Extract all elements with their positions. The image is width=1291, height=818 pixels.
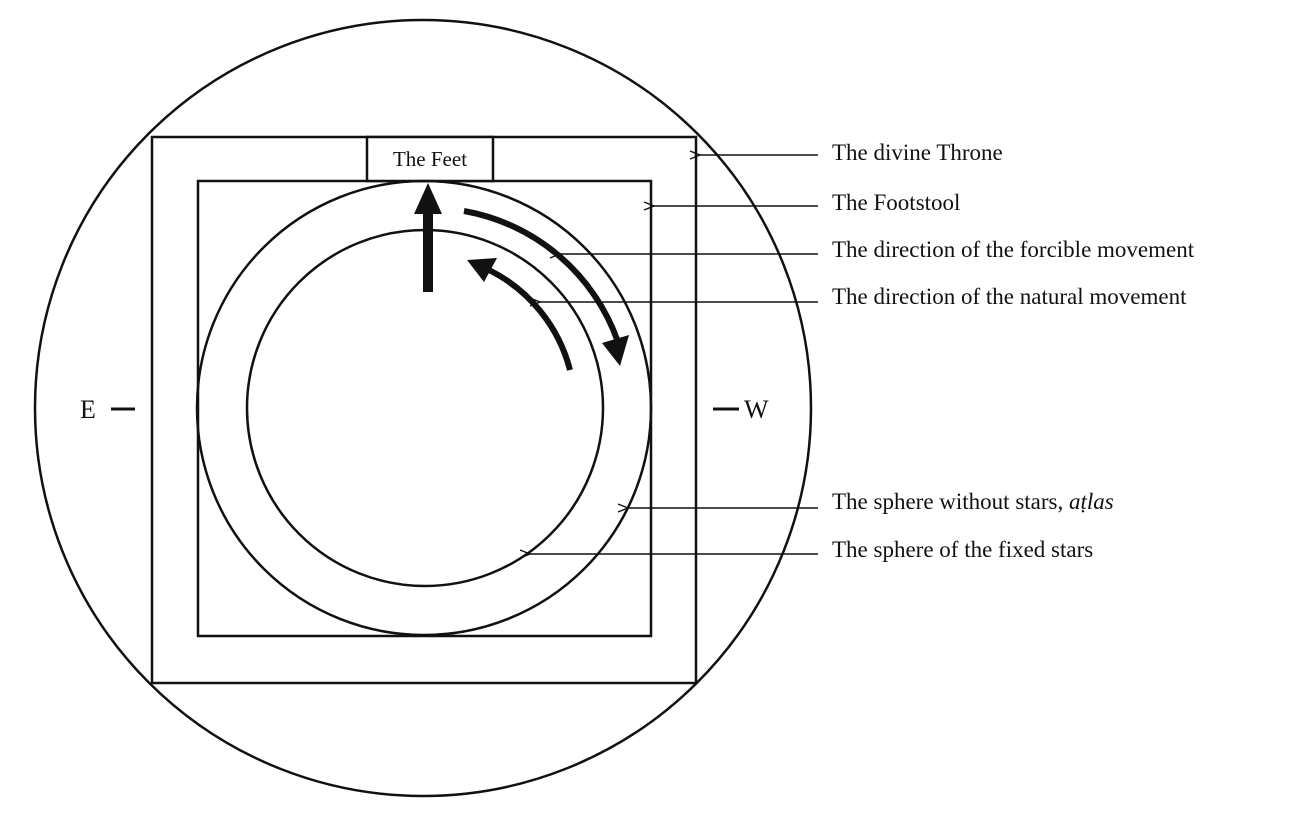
natural-movement-arc: [487, 267, 573, 371]
forcible-movement-arrowhead: [602, 335, 629, 366]
feet-box: [365, 135, 495, 183]
label-sphere-without-stars: The sphere without stars, aṭlas: [832, 489, 1114, 514]
natural-movement-arrowhead: [467, 258, 497, 282]
label-forcible-movement: The direction of the forcible movement: [832, 237, 1195, 262]
east-label: E: [80, 395, 96, 424]
feet-label: The Feet: [393, 147, 467, 171]
label-natural-movement: The direction of the natural movement: [832, 284, 1187, 309]
outer-circle: [33, 18, 813, 798]
upward-arrow-head: [414, 183, 442, 214]
label-divine-throne: The divine Throne: [832, 140, 1003, 165]
west-label: W: [744, 395, 769, 424]
label-fixed-stars: The sphere of the fixed stars: [832, 537, 1093, 562]
forcible-movement-arc: [463, 208, 621, 343]
sphere-without-stars: [195, 179, 653, 637]
label-footstool: The Footstool: [832, 190, 960, 215]
label-sphere-without-stars-prefix: The sphere without stars,: [832, 489, 1069, 514]
label-sphere-without-stars-term: aṭlas: [1069, 489, 1114, 514]
